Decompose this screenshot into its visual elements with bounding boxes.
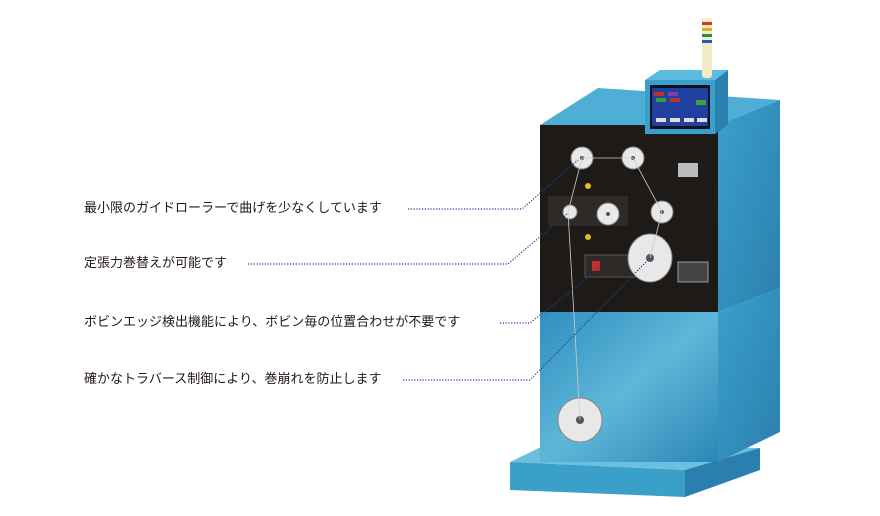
base-side (685, 448, 760, 497)
screen-button (697, 118, 707, 122)
screen-button (684, 118, 694, 122)
signal-tower (702, 18, 712, 78)
dancer-arm-tip (585, 234, 591, 240)
lower-front (540, 312, 718, 462)
callout-bobbin-edge-detection: ボビンエッジ検出機能により、ボビン毎の位置合わせが不要です (84, 315, 461, 330)
screen-button (656, 118, 666, 122)
screen-button (670, 98, 680, 102)
callout-guide-roller: 最小限のガイドローラーで曲げを少なくしています (84, 201, 382, 216)
screen-housing-top (645, 70, 728, 80)
screen-button (668, 92, 678, 96)
dancer-arm-tip (585, 183, 591, 189)
screen-button (670, 118, 680, 122)
screen-button (656, 98, 666, 102)
indicator-lamp (592, 261, 600, 271)
leader-line-4 (403, 257, 651, 381)
tension-arm-bracket (678, 163, 698, 177)
screen-button (654, 92, 664, 96)
leader-line-2 (248, 212, 569, 265)
lower-side (718, 288, 780, 462)
traverse-motor (677, 261, 709, 283)
guide-roller-3 (562, 204, 578, 220)
screen-housing-side (715, 70, 728, 134)
wire-path (567, 157, 663, 421)
base-front (510, 462, 685, 497)
screen-button (696, 100, 706, 105)
callout-traverse-control: 確かなトラバース制御により、巻崩れを防止します (84, 372, 382, 387)
upper-side (718, 100, 780, 312)
callout-constant-tension: 定張力巻替えが可能です (84, 256, 228, 271)
